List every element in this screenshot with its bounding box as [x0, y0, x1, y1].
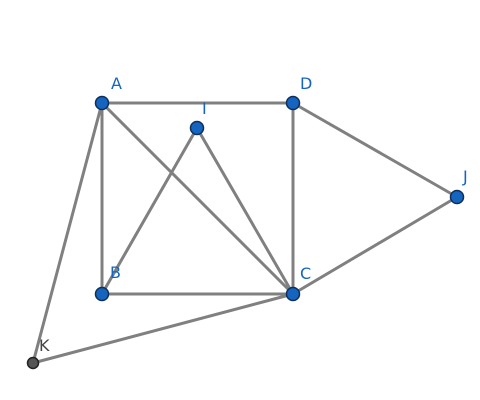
point-j[interactable] — [449, 189, 465, 205]
point-a[interactable] — [94, 95, 110, 111]
segment-jc[interactable] — [291, 195, 459, 296]
point-label-k: K — [39, 336, 50, 355]
segment-ac[interactable] — [100, 101, 295, 296]
point-d[interactable] — [285, 95, 301, 111]
point-label-a: A — [111, 74, 122, 93]
point-label-j: J — [462, 167, 468, 186]
point-label-b: B — [110, 263, 121, 282]
segment-kc[interactable] — [31, 292, 295, 365]
segment-bi[interactable] — [100, 126, 199, 296]
segment-dj[interactable] — [291, 101, 459, 199]
segment-ak[interactable] — [31, 101, 104, 365]
labels-layer: A B C D I J K — [39, 74, 468, 355]
point-b[interactable] — [94, 286, 110, 302]
segment-ic[interactable] — [195, 126, 295, 296]
point-c[interactable] — [285, 286, 301, 302]
point-label-i: I — [202, 99, 207, 118]
segments-layer — [31, 101, 459, 365]
points-layer — [26, 95, 465, 370]
point-i[interactable] — [189, 120, 205, 136]
point-label-c: C — [300, 264, 311, 283]
point-k[interactable] — [26, 356, 40, 370]
point-label-d: D — [300, 74, 312, 93]
